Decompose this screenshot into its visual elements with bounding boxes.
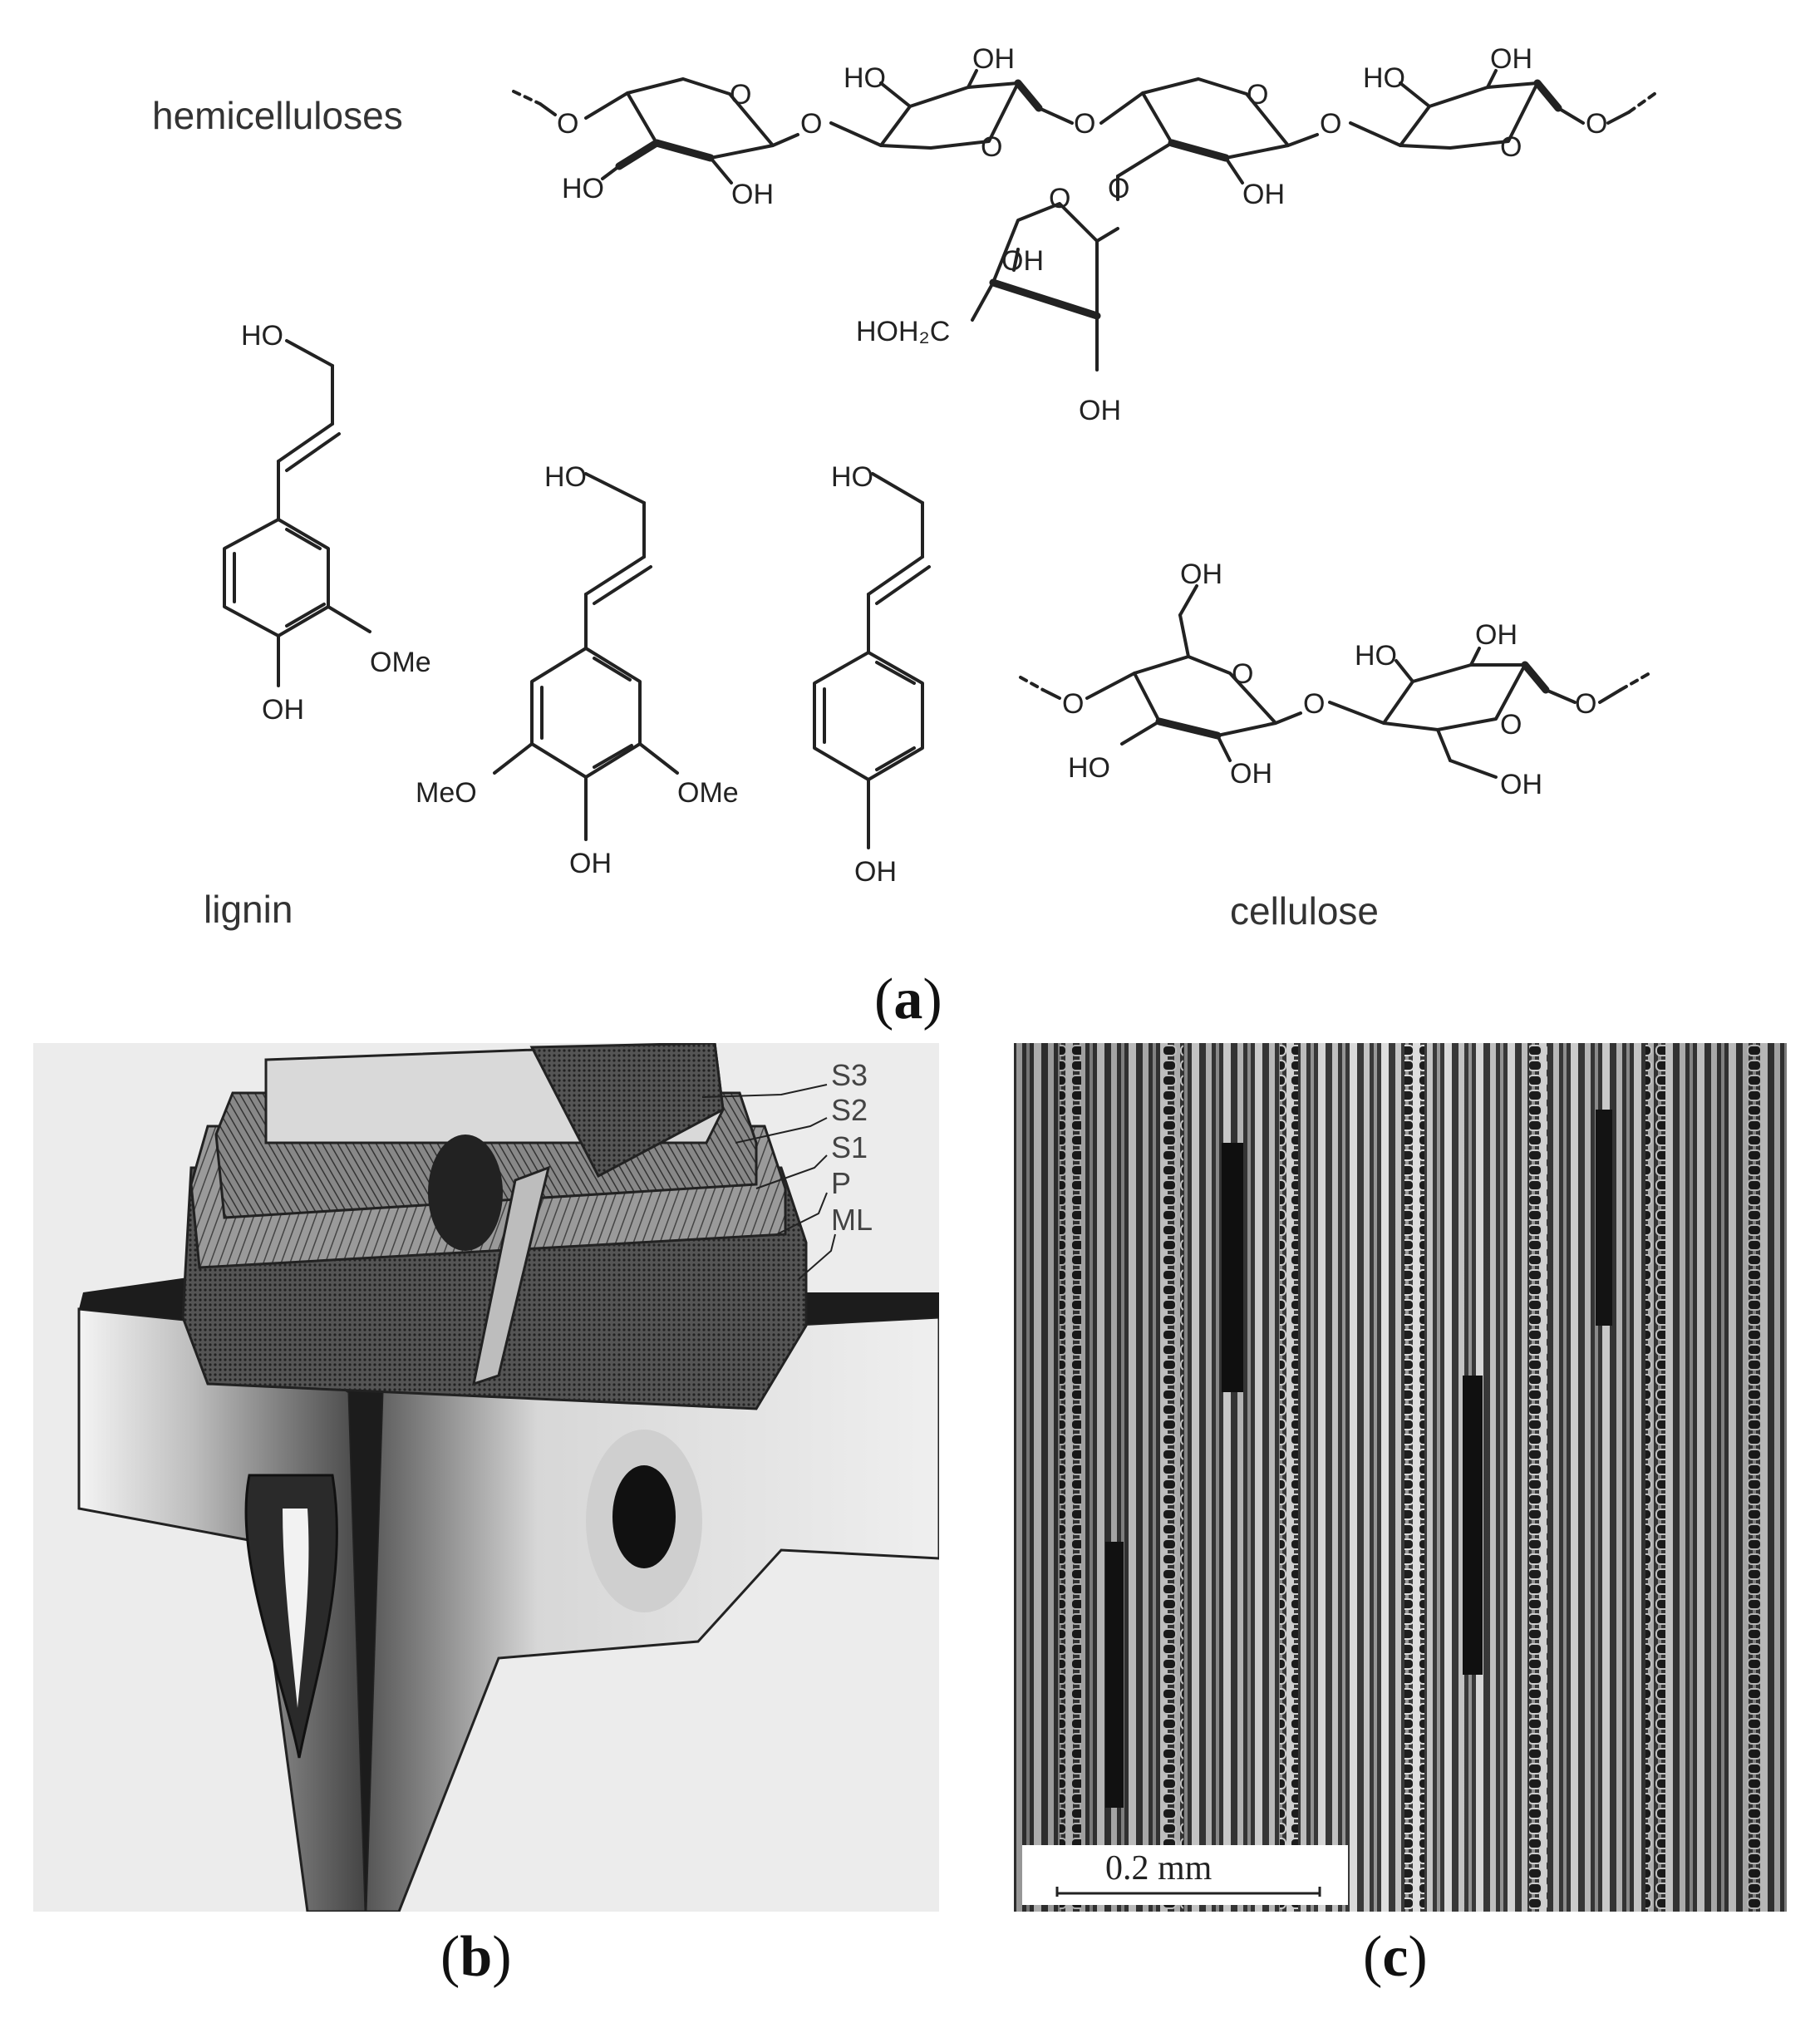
label-lignin: lignin (204, 888, 293, 931)
atom-oh: OH (731, 179, 774, 210)
label-cellulose: cellulose (1230, 889, 1379, 933)
paren-open: ( (1363, 1925, 1383, 1989)
sinapyl-alcohol (493, 472, 679, 841)
atom-ho: HO (1068, 752, 1110, 784)
atom-o: O (1575, 688, 1596, 720)
atom-ho: HO (831, 461, 873, 493)
atom-ho: HO (544, 461, 587, 493)
atom-oh: OH (1242, 179, 1285, 210)
panel-a-label: (a) (874, 971, 942, 1029)
scale-bar-line (1055, 1887, 1321, 1897)
paren-close: ) (922, 967, 942, 1031)
atom-ome: OMe (370, 647, 431, 678)
panel-b-illustration: S3 S2 S1 P ML (33, 1041, 941, 1913)
atom-o: O (981, 131, 1002, 163)
atom-ho: HO (1363, 62, 1405, 94)
paren-open: ( (874, 967, 894, 1031)
atom-oh: OH (1490, 43, 1532, 75)
atom-oh: OH (1079, 395, 1121, 426)
atom-o: O (1108, 173, 1129, 204)
panel-c-label: (c) (1363, 1928, 1428, 1986)
label-hemicelluloses: hemicelluloses (152, 94, 403, 137)
paren-close: ) (492, 1925, 512, 1989)
layer-label-s3: S3 (831, 1058, 868, 1092)
atom-o: O (1074, 108, 1095, 140)
label-letter: c (1382, 1925, 1409, 1989)
atom-o: O (1247, 79, 1268, 111)
atom-oh: OH (569, 848, 612, 879)
atom-meo: MeO (416, 777, 477, 809)
atom-o: O (557, 108, 578, 140)
scale-bar-label: 0.2 mm (1105, 1849, 1213, 1888)
atom-o: O (1500, 709, 1522, 741)
micrograph-texture (1014, 1043, 1787, 1912)
atom-o: O (1049, 183, 1070, 214)
atom-o: O (730, 79, 751, 111)
scale-bar-box: 0.2 mm (1022, 1845, 1348, 1905)
atom-ho: HO (562, 173, 604, 204)
atom-hoh2c: HOH₂C (856, 316, 950, 347)
atom-oh: OH (1500, 769, 1542, 800)
layer-label-ml: ML (831, 1203, 873, 1237)
paren-open: ( (440, 1925, 460, 1989)
atom-oh: OH (1230, 758, 1272, 790)
label-letter: a (893, 967, 923, 1031)
atom-o: O (1062, 688, 1084, 720)
p-coumaryl-alcohol (813, 472, 931, 849)
atom-oh: OH (1001, 245, 1044, 277)
layer-label-s2: S2 (831, 1093, 868, 1127)
cellulose-chain (1019, 584, 1651, 779)
atom-ome: OMe (677, 777, 739, 809)
layer-label-p: P (831, 1166, 852, 1200)
hemicellulose-chain (512, 69, 1660, 372)
panel-a-structures: hemicelluloses lignin cellulose O O HO O… (152, 43, 1660, 933)
atom-oh: OH (262, 694, 304, 726)
atom-ho: HO (1355, 640, 1397, 672)
atom-o: O (1232, 658, 1253, 690)
atom-o: O (1303, 688, 1325, 720)
atom-oh: OH (1475, 619, 1517, 651)
atom-o: O (800, 108, 822, 140)
atom-o: O (1500, 131, 1522, 163)
atom-o: O (1320, 108, 1341, 140)
paren-close: ) (1408, 1925, 1428, 1989)
atom-oh: OH (854, 856, 897, 888)
coniferyl-alcohol (223, 339, 371, 687)
panel-b-label: (b) (440, 1928, 512, 1986)
label-letter: b (460, 1925, 493, 1989)
atom-ho: HO (241, 320, 283, 352)
atom-oh: OH (972, 43, 1015, 75)
atom-oh: OH (1180, 559, 1222, 590)
atom-ho: HO (844, 62, 886, 94)
panel-c-micrograph: 0.2 mm (1014, 1043, 1787, 1912)
layer-label-s1: S1 (831, 1130, 868, 1164)
atom-o: O (1586, 108, 1607, 140)
